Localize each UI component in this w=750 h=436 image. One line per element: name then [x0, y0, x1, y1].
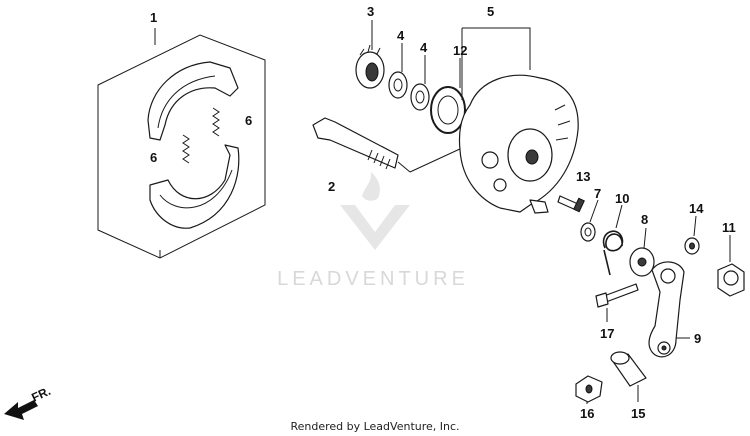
adjusting-nut[interactable]	[575, 375, 603, 404]
bolt-small[interactable]	[557, 195, 585, 213]
callout-5: 5	[487, 4, 494, 19]
callout-6a: 6	[245, 113, 252, 128]
washer-seal-pair[interactable]	[388, 43, 430, 111]
oil-seal[interactable]	[430, 58, 466, 134]
joint-pin[interactable]	[610, 351, 647, 402]
callout-12: 12	[453, 43, 467, 58]
callout-7: 7	[594, 186, 601, 201]
front-arrow-icon	[4, 400, 38, 420]
callout-10: 10	[615, 191, 629, 206]
return-spring[interactable]	[602, 204, 624, 276]
callout-8: 8	[641, 212, 648, 227]
front-direction-indicator: FR.	[4, 384, 53, 420]
brake-arm[interactable]	[648, 261, 690, 358]
callout-16: 16	[580, 406, 594, 421]
callout-13: 13	[576, 169, 590, 184]
callout-2: 2	[328, 179, 335, 194]
brake-shoe-kit[interactable]	[97, 28, 266, 259]
callout-11: 11	[722, 220, 736, 235]
footer-credit: Rendered by LeadVenture, Inc.	[290, 420, 459, 433]
callout-6b: 6	[150, 150, 157, 165]
small-nut[interactable]	[684, 215, 700, 255]
leadventure-watermark: LEADVENTURE	[277, 172, 469, 290]
washer[interactable]	[580, 199, 599, 242]
callout-3: 3	[367, 4, 374, 19]
callout-1: 1	[150, 10, 157, 25]
flange-nut[interactable]	[717, 235, 745, 297]
callout-9: 9	[694, 331, 701, 346]
brake-cam[interactable]	[312, 117, 463, 173]
callout-17: 17	[600, 326, 614, 341]
callout-15: 15	[631, 406, 645, 421]
callout-4b: 4	[420, 40, 428, 55]
wear-indicator-plate[interactable]	[629, 227, 655, 277]
brake-panel[interactable]	[458, 27, 579, 214]
front-direction-label: FR.	[29, 384, 52, 405]
callout-14: 14	[689, 201, 704, 216]
callout-4a: 4	[397, 28, 405, 43]
speedometer-gear[interactable]	[355, 20, 385, 89]
arm-bolt[interactable]	[595, 283, 639, 322]
watermark-brand-text: LEADVENTURE	[277, 268, 469, 290]
